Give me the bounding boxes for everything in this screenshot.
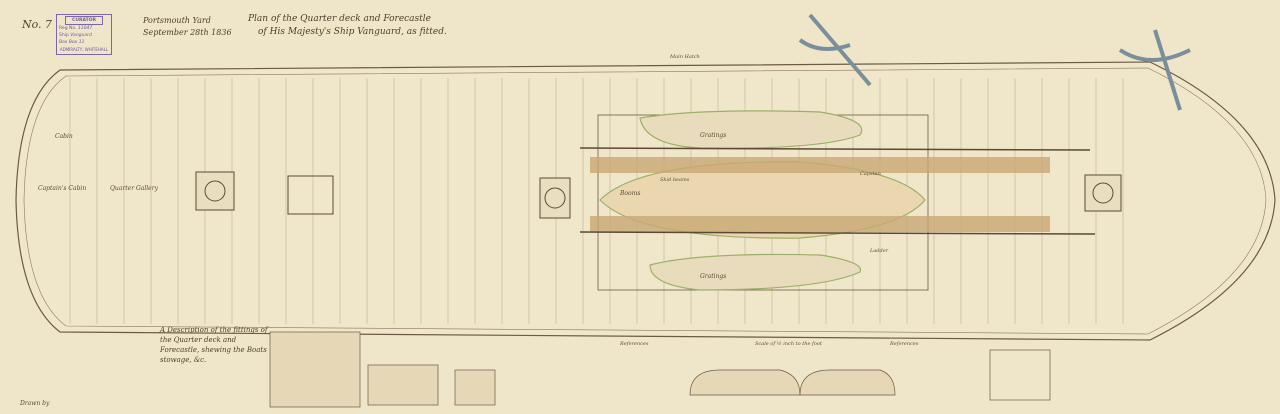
label-capstan: Capstan [860, 171, 881, 177]
skylight [287, 175, 334, 215]
stamp-reg-value: 11047 [77, 26, 93, 31]
curator-stamp: CURATOR Reg No. 11047 Ship Vanguard Box … [56, 14, 112, 55]
spar-upper [590, 157, 1050, 173]
hull-inner-outline [23, 67, 1267, 335]
capstan [544, 187, 566, 209]
label-booms: Booms [619, 190, 640, 197]
title-line-1: Plan of the Quarter deck and Forecastle [248, 14, 431, 24]
label-gratings-top: Gratings [700, 132, 726, 139]
label-captains-cabin: Captain's Cabin [38, 185, 86, 192]
boat-bottom [649, 253, 862, 291]
stamp-ship-label: Ship [59, 33, 69, 38]
anchor-1 [798, 13, 872, 87]
stamp-ship-value: Vanguard [70, 33, 92, 38]
label-gratings-bottom: Gratings [700, 273, 726, 280]
scale-note: Scale of ½ inch to the foot [755, 340, 823, 347]
label-skid-beams: Skid beams [660, 177, 690, 183]
yard-line-1: Portsmouth Yard [143, 16, 211, 25]
references-title-2: References [889, 341, 919, 347]
detail-sketches [269, 331, 1051, 408]
sheet-number: No. 7 [22, 18, 53, 31]
aft-capstan [195, 171, 235, 211]
label-ladder: Ladder [869, 248, 889, 254]
label-cabin: Cabin [55, 133, 73, 140]
description-note: A Description of the fittings of the Qua… [160, 326, 268, 364]
yard-line-2: September 28th 1836 [143, 28, 232, 37]
spar-lower [590, 216, 1050, 232]
stamp-header: CURATOR [65, 16, 103, 25]
signature: Drawn by [19, 400, 50, 407]
boat-top [639, 110, 863, 149]
stamp-footer: ADMIRALTY, WHITEHALL [59, 47, 109, 52]
anchor-2 [1118, 29, 1191, 111]
label-main-hatch: Main Hatch [669, 54, 700, 60]
stamp-box-label: Box [59, 40, 68, 45]
references-title: References [619, 341, 649, 347]
stamp-box-value: Box 11 [68, 40, 85, 45]
title-line-2: of His Majesty's Ship Vanguard, as fitte… [258, 27, 447, 37]
label-quarter-gallery: Quarter Gallery [110, 185, 159, 192]
fore-capstan [1084, 174, 1122, 212]
stamp-reg-label: Reg No. [59, 26, 77, 31]
